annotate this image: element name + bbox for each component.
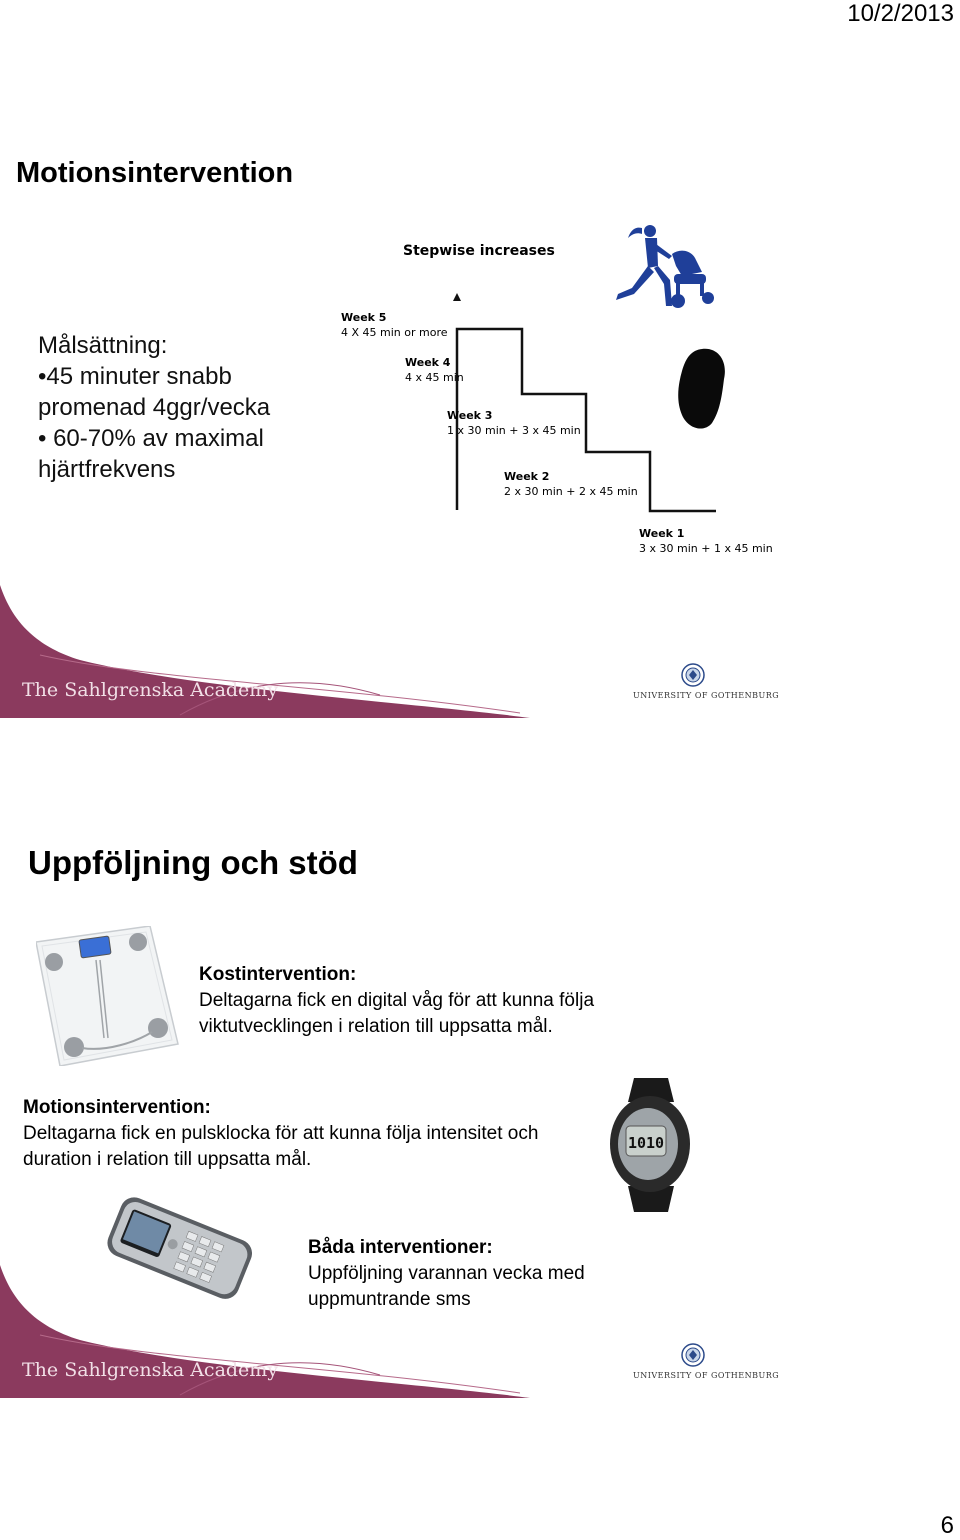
page-number: 6	[940, 1512, 954, 1539]
slide-title: Uppföljning och stöd	[28, 844, 358, 881]
university-name: UNIVERSITY OF GOTHENBURG	[633, 691, 780, 700]
university-name: UNIVERSITY OF GOTHENBURG	[633, 1371, 780, 1380]
motion-heading: Motionsintervention:	[23, 1097, 211, 1118]
motion-text: Motionsintervention: Deltagarna fick en …	[23, 1095, 538, 1173]
university-seal-icon	[681, 1343, 705, 1367]
motion-line: duration i relation till uppsatta mål.	[23, 1149, 312, 1170]
slide-title: Motionsintervention	[16, 157, 294, 189]
heart-rate-watch-image: 1010	[610, 1078, 690, 1212]
academy-logo-text: The Sahlgrenska Academy	[22, 679, 279, 701]
mobile-phone-image	[107, 1197, 252, 1299]
digital-scale-image	[36, 926, 179, 1066]
university-seal-icon	[681, 663, 705, 687]
goal-line: •45 minuter snabb	[38, 363, 232, 390]
academy-logo-text: The Sahlgrenska Academy	[22, 1359, 279, 1381]
bada-heading: Båda interventioner:	[308, 1237, 493, 1258]
stair-title: Stepwise increases	[403, 243, 555, 259]
goal-line: • 60-70% av maximal	[38, 425, 264, 452]
staircase-line	[455, 327, 716, 513]
slide-1: Motionsintervention Målsättning: •45 min…	[0, 0, 960, 720]
slide-footer: The Sahlgrenska Academy UNIVERSITY OF GO…	[0, 1265, 960, 1400]
watch-display: 1010	[628, 1134, 664, 1152]
footprint-icon	[678, 348, 725, 429]
kost-heading: Kostintervention:	[199, 964, 357, 985]
kost-line: Deltagarna fick en digital våg för att k…	[199, 990, 595, 1011]
footer-swoosh	[0, 585, 530, 718]
bada-line: uppmuntrande sms	[308, 1289, 471, 1310]
slide-footer: The Sahlgrenska Academy UNIVERSITY OF GO…	[0, 585, 960, 720]
goal-line: Målsättning:	[38, 332, 168, 359]
kost-line: viktutvecklingen i relation till uppsatt…	[199, 1016, 553, 1037]
goal-text: Målsättning: •45 minuter snabb promenad …	[38, 330, 270, 485]
date: 10/2/2013	[847, 0, 954, 27]
bada-text: Båda interventioner: Uppföljning varanna…	[308, 1235, 585, 1313]
goal-line: promenad 4ggr/vecka	[38, 394, 271, 421]
arrow-head-icon	[453, 293, 461, 301]
kost-text: Kostintervention: Deltagarna fick en dig…	[199, 962, 594, 1040]
staircase-diagram	[453, 293, 716, 513]
goal-line: hjärtfrekvens	[38, 456, 176, 483]
stroller-walker-icon	[616, 225, 714, 308]
slide-2: Uppföljning och stöd Kostintervention: D…	[0, 680, 960, 1400]
motion-line: Deltagarna fick en pulsklocka för att ku…	[23, 1123, 539, 1144]
bada-line: Uppföljning varannan vecka med	[308, 1263, 585, 1284]
footer-swoosh	[0, 1265, 530, 1398]
